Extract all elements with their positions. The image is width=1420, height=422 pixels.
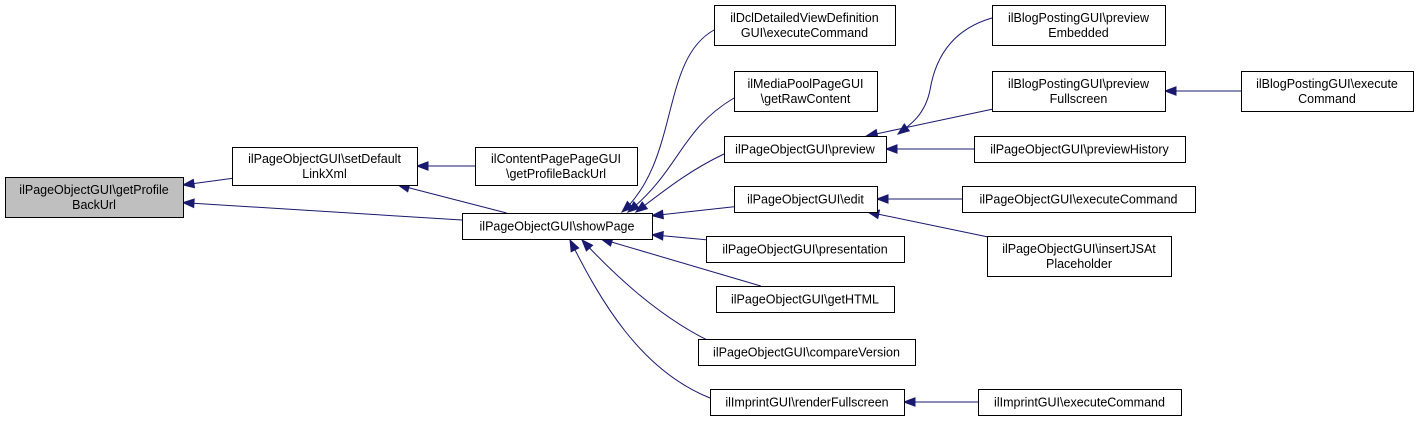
node-edit[interactable]: ilPageObjectGUI\edit (734, 186, 878, 213)
edge-imprintExecuteCommand-to-renderFullscreen (902, 397, 978, 407)
node-presentation[interactable]: ilPageObjectGUI\presentation (706, 236, 905, 263)
node-contentPageGetProfileBackUrl-label-1: \getProfileBackUrl (506, 167, 606, 181)
edge-edit-to-showPage (650, 206, 735, 220)
node-imprintExecuteCommand[interactable]: ilImprintGUI\executeCommand (978, 389, 1182, 416)
node-preview[interactable]: ilPageObjectGUI\preview (724, 136, 887, 163)
node-contentPageGetProfileBackUrl[interactable]: ilContentPagePageGUI\getProfileBackUrl (475, 147, 638, 186)
node-compareVersion[interactable]: ilPageObjectGUI\compareVersion (698, 339, 916, 366)
node-compareVersion-label-0: ilPageObjectGUI\compareVersion (713, 346, 900, 360)
edge-insertJSAtPlaceholder-to-edit (866, 209, 988, 238)
node-renderFullscreen-label-0: ilImprintGUI\renderFullscreen (725, 396, 888, 410)
node-imprintExecuteCommand-label-0: ilImprintGUI\executeCommand (994, 396, 1165, 410)
node-dclExecuteCommand-label-0: ilDclDetailedViewDefinition (730, 11, 878, 25)
node-showPage[interactable]: ilPageObjectGUI\showPage (462, 213, 653, 240)
edge-dclExecuteCommand-to-showPage (620, 29, 715, 213)
edge-preview-to-showPage (634, 153, 725, 213)
node-getHTML-label-0: ilPageObjectGUI\getHTML (731, 293, 879, 307)
node-blogPreviewEmbedded-label-0: ilBlogPostingGUI\preview (1008, 11, 1150, 25)
node-dclExecuteCommand-label-1: GUI\executeCommand (741, 26, 868, 40)
node-presentation-label-0: ilPageObjectGUI\presentation (722, 243, 887, 257)
node-getProfileBackUrl-label-0: ilPageObjectGUI\getProfile (19, 183, 168, 197)
edge-blogPreviewEmbedded-to-preview (896, 17, 993, 135)
node-mediaPoolGetRawContent-label-0: ilMediaPoolPageGUI (747, 77, 863, 91)
edge-blogExecuteCommand-to-blogPreviewFullscreen (1163, 86, 1241, 96)
node-setDefaultLinkXml-label-1: LinkXml (302, 167, 346, 181)
node-editExecuteCommand[interactable]: ilPageObjectGUI\executeCommand (962, 186, 1196, 213)
node-blogPreviewEmbedded-label-1: Embedded (1048, 26, 1109, 40)
node-blogPreviewFullscreen-label-1: Fullscreen (1050, 92, 1108, 106)
edge-showPage-to-setDefaultLinkXml (396, 183, 507, 214)
node-insertJSAtPlaceholder-label-0: ilPageObjectGUI\insertJSAt (1002, 242, 1156, 256)
node-preview-label-0: ilPageObjectGUI\preview (735, 143, 876, 157)
node-getProfileBackUrl[interactable]: ilPageObjectGUI\getProfileBackUrl (5, 177, 184, 218)
node-blogExecuteCommand[interactable]: ilBlogPostingGUI\executeCommand (1241, 71, 1414, 112)
node-setDefaultLinkXml-label-0: ilPageObjectGUI\setDefault (248, 152, 401, 166)
node-getProfileBackUrl-label-1: BackUrl (72, 198, 116, 212)
edge-compareVersion-to-showPage (581, 238, 721, 347)
edge-renderFullscreen-to-showPage (569, 238, 711, 399)
node-previewHistory-label-0: ilPageObjectGUI\previewHistory (990, 143, 1169, 157)
node-renderFullscreen[interactable]: ilImprintGUI\renderFullscreen (710, 389, 905, 416)
node-insertJSAtPlaceholder-label-1: Placeholder (1046, 257, 1112, 271)
edge-contentPageGetProfileBackUrl-to-setDefaultLinkXml (415, 161, 475, 171)
node-showPage-label-0: ilPageObjectGUI\showPage (480, 220, 635, 234)
node-getHTML[interactable]: ilPageObjectGUI\getHTML (716, 286, 895, 313)
node-blogPreviewFullscreen-label-0: ilBlogPostingGUI\preview (1008, 77, 1150, 91)
nodes-layer: ilPageObjectGUI\getProfileBackUrlilPageO… (5, 5, 1414, 416)
node-previewHistory[interactable]: ilPageObjectGUI\previewHistory (974, 136, 1186, 163)
edge-mediaPoolGetRawContent-to-showPage (626, 97, 735, 213)
node-blogExecuteCommand-label-0: ilBlogPostingGUI\execute (1256, 77, 1398, 91)
node-contentPageGetProfileBackUrl-label-0: ilContentPagePageGUI (491, 152, 621, 166)
edge-showPage-to-getProfileBackUrl (181, 198, 463, 221)
edge-editExecuteCommand-to-edit (875, 194, 962, 204)
edge-previewHistory-to-preview (884, 144, 974, 154)
node-edit-label-0: ilPageObjectGUI\edit (747, 193, 864, 207)
node-dclExecuteCommand[interactable]: ilDclDetailedViewDefinitionGUI\executeCo… (714, 5, 896, 46)
node-blogExecuteCommand-label-1: Command (1298, 92, 1356, 106)
node-mediaPoolGetRawContent-label-1: \getRawContent (761, 92, 851, 106)
edge-blogPreviewFullscreen-to-preview (864, 108, 993, 139)
node-mediaPoolGetRawContent[interactable]: ilMediaPoolPageGUI\getRawContent (734, 71, 878, 112)
edge-presentation-to-showPage (650, 230, 707, 241)
edge-setDefaultLinkXml-to-getProfileBackUrl (181, 177, 233, 189)
node-editExecuteCommand-label-0: ilPageObjectGUI\executeCommand (979, 193, 1177, 207)
